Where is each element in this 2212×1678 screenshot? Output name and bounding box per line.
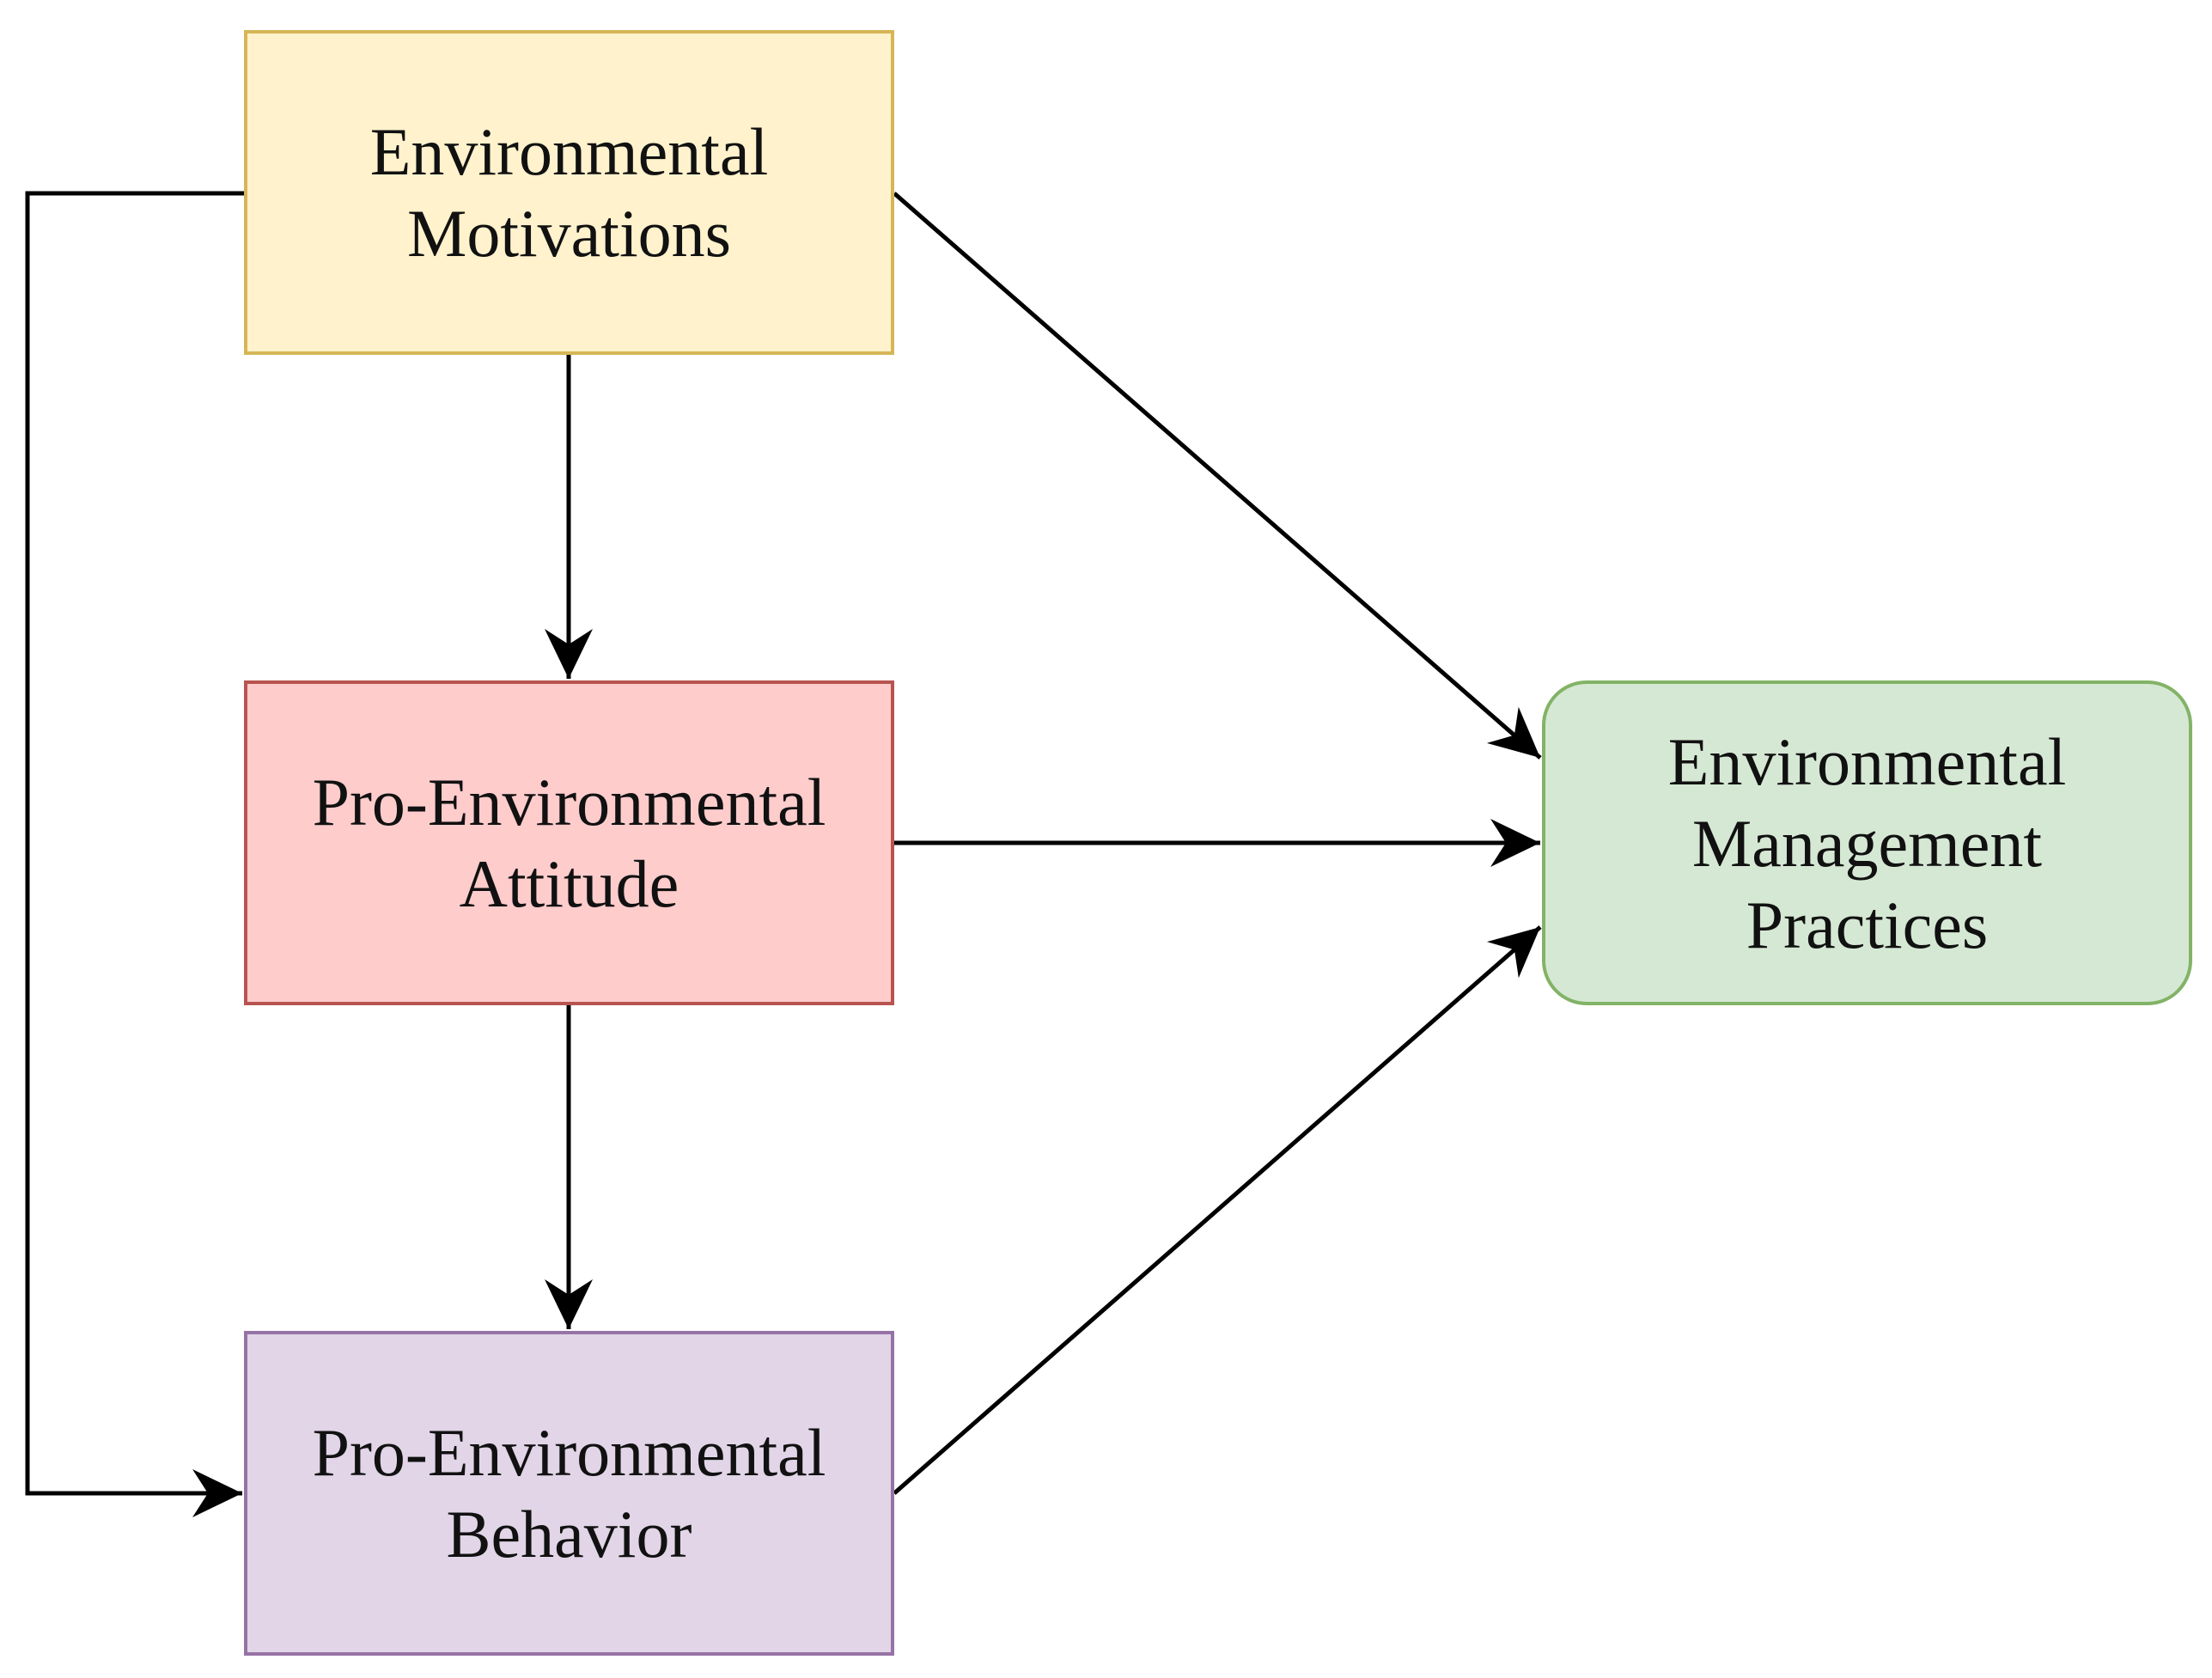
- edge-motivations-to-behavior: [25, 191, 244, 1496]
- arrowhead-behavior-to-practices: [1486, 927, 1540, 979]
- arrowhead-motivations-to-behavior: [192, 1469, 242, 1517]
- node-label: Environmental Management Practices: [1667, 723, 2067, 962]
- node-label: Pro-Environmental Behavior: [312, 1415, 826, 1571]
- node-environmental-management-practices: Environmental Management Practices: [1542, 680, 2192, 1005]
- arrowhead-attitude-to-behavior: [545, 1279, 593, 1329]
- node-label: Environmental Motivations: [369, 114, 769, 271]
- node-label: Pro-Environmental Attitude: [312, 765, 826, 921]
- arrowhead-motivations-to-practices: [1486, 706, 1540, 758]
- node-pro-environmental-behavior: Pro-Environmental Behavior: [244, 1331, 894, 1656]
- arrowhead-attitude-to-practices: [1490, 819, 1540, 867]
- arrowhead-motivations-to-attitude: [545, 629, 593, 679]
- node-environmental-motivations: Environmental Motivations: [244, 30, 894, 355]
- edge-motivations-to-practices: [893, 192, 1542, 760]
- node-pro-environmental-attitude: Pro-Environmental Attitude: [244, 680, 894, 1005]
- edge-behavior-to-practices: [893, 925, 1542, 1495]
